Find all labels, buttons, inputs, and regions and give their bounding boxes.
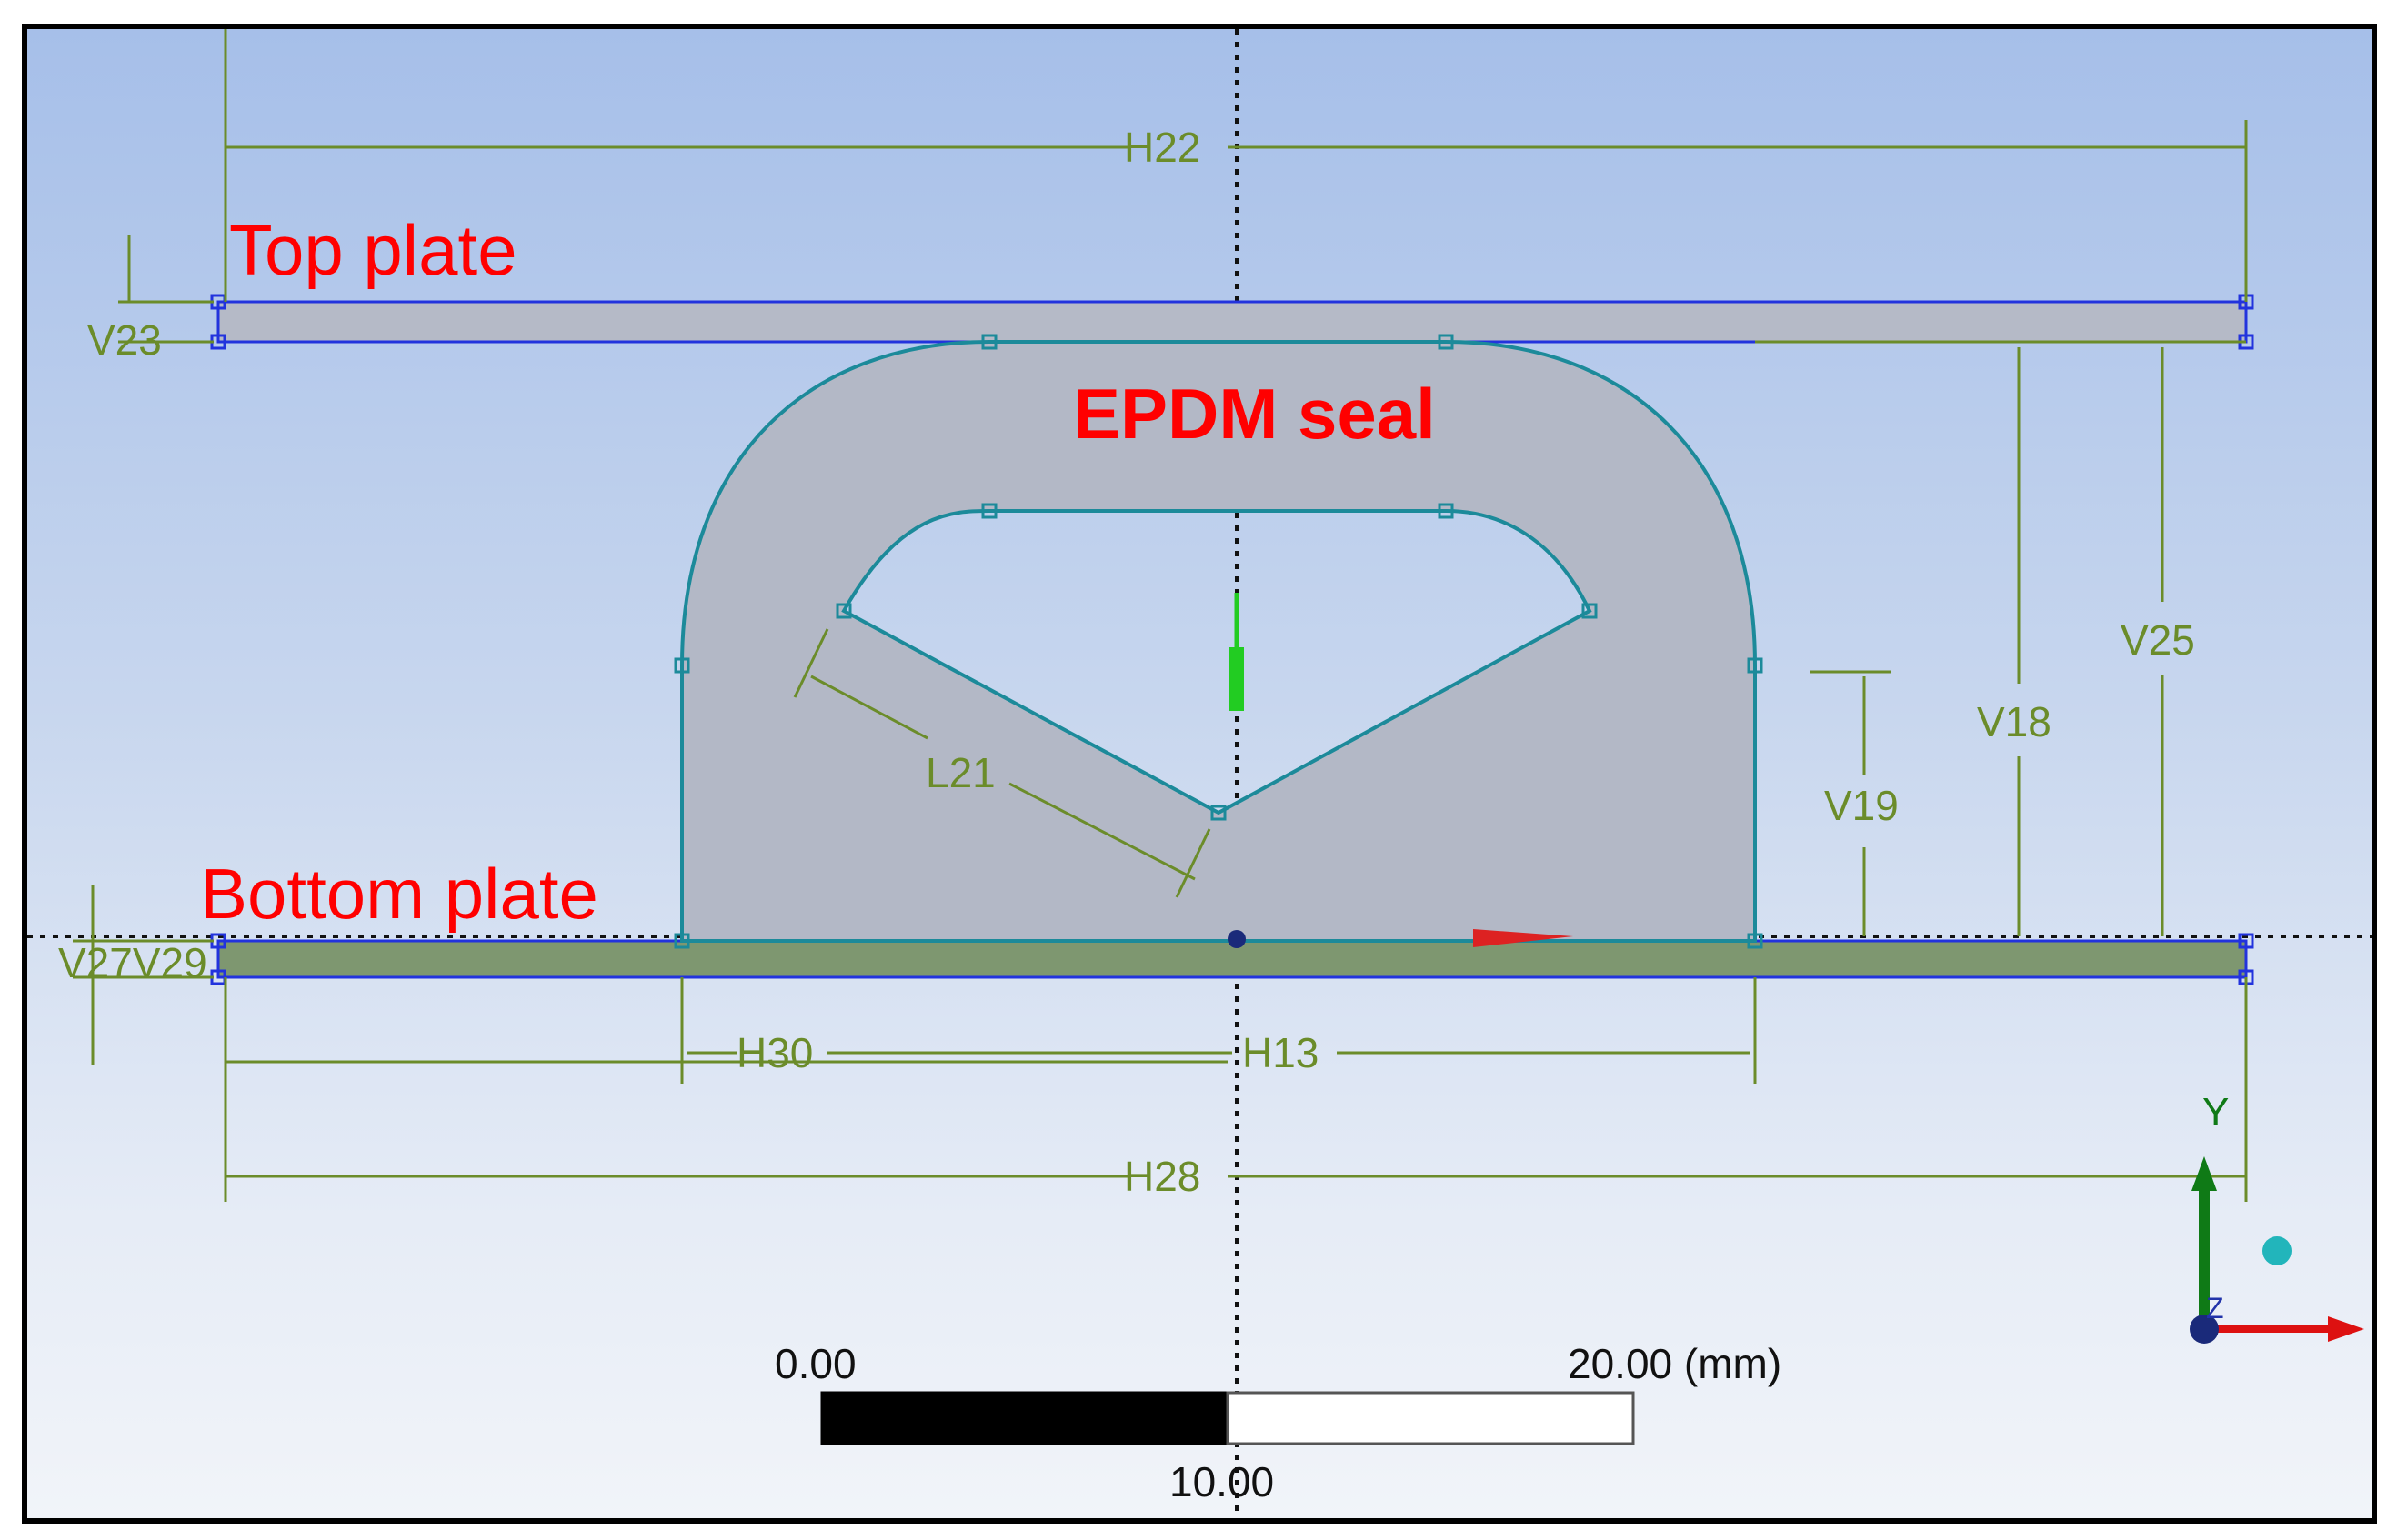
dimension-v27v29[interactable]: V27V29 [58,885,214,1065]
local-x-arrow [1473,929,1573,947]
dimension-h30[interactable]: H30 [680,977,1232,1084]
label-bottom-plate: Bottom plate [200,854,598,934]
dimension-label-h22: H22 [1124,124,1200,171]
label-epdm-seal: EPDM seal [1073,374,1436,454]
sketch-vertices [674,334,1763,949]
sketch-viewport[interactable]: H22 V23 V27V29 V25 V18 V19 [22,24,2377,1524]
sketch-origin [1228,930,1246,948]
scale-bar: 0.00 20.00 (mm) 10.00 [775,1340,1781,1505]
dimension-label-h30: H30 [737,1029,813,1076]
dimension-label-v23: V23 [87,316,162,364]
epdm-seal[interactable] [680,340,1757,943]
dimension-label-h13: H13 [1242,1029,1319,1076]
dimension-label-v25: V25 [2121,616,2195,664]
axis-label-y: Y [2202,1090,2229,1135]
bottom-plate[interactable] [216,939,2248,979]
coordinate-triad[interactable]: Y Z [2190,1090,2364,1344]
sketch-canvas[interactable]: H22 V23 V27V29 V25 V18 V19 [27,29,2372,1518]
dimension-label-l21: L21 [926,749,996,796]
dimension-label-v19: V19 [1824,782,1899,829]
dimension-h22[interactable]: H22 [224,29,2248,302]
rotation-ball-icon[interactable] [2262,1236,2292,1265]
axis-label-z: Z [2206,1292,2224,1325]
scale-label-middle: 10.00 [1169,1458,1274,1505]
dimension-label-v18: V18 [1977,698,2051,745]
dimension-v23[interactable]: V23 [87,235,214,364]
scale-label-right: 20.00 (mm) [1568,1340,1781,1387]
dimension-v18[interactable]: V18 [1977,347,2051,936]
local-y-arrow [1229,593,1244,711]
dimension-h28[interactable]: H28 [224,977,2248,1202]
dimension-label-h28: H28 [1124,1153,1200,1200]
top-plate[interactable] [216,300,2248,344]
label-top-plate: Top plate [229,210,517,290]
dimension-v25[interactable]: V25 [1755,340,2246,936]
dimension-h13[interactable]: H13 [226,977,1757,1084]
scale-label-left: 0.00 [775,1340,857,1387]
dimension-l21[interactable]: L21 [793,628,1211,898]
dimension-label-v27v29: V27V29 [58,939,207,986]
dimension-v19[interactable]: V19 [1810,670,1899,936]
